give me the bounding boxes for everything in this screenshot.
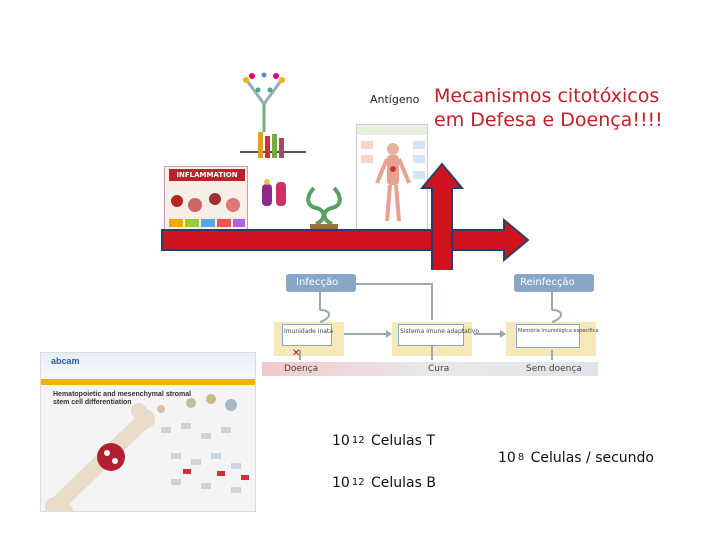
adaptive-label: Sistema imune adaptativo [400,328,480,335]
poster-title: Hematopoietic and mesenchymal stromal st… [53,391,192,406]
t-cell-exponent: 12 [351,435,365,446]
b-cell-label: Celulas B [371,475,436,491]
svg-text:✕: ✕ [292,348,300,359]
antibody-illustration [243,72,285,132]
rate-label: Celulas / secundo [530,450,654,466]
memory-label: Memória imunológica específica [518,328,599,334]
complement-illustration [306,186,342,230]
vertical-arrow [419,162,465,277]
inflammation-banner: INFLAMMATION [169,169,245,181]
no-disease-label: Sem doença [526,364,582,374]
page-title: Mecanismos citotóxicos em Defesa e Doenç… [434,85,663,131]
red-arrows [161,162,530,277]
b-cell-exponent: 12 [351,477,365,488]
rate-base: 10 [498,450,516,466]
horizontal-arrow [161,217,530,263]
cells-illustration [262,179,286,206]
stem-cell-poster: abcam Hematopoietic and mesenchymal stro… [40,352,256,512]
inflammation-image: INFLAMMATION [164,166,248,230]
cure-label: Cura [428,364,450,374]
receptor-illustration [240,132,306,158]
innate-label: Imunidade inata [284,328,333,335]
b-cell-base: 10 [332,475,350,491]
abcam-logo: abcam [51,356,80,366]
body-chart-image [356,124,428,232]
t-cell-label: Celulas T [371,433,435,449]
infection-diagram: Infecção Reinfecção Imunidade inata Sist… [262,270,599,380]
rate-exponent: 8 [517,452,525,463]
antigen-label: Antígeno [370,93,420,106]
disease-label: Doença [284,364,319,374]
reinfection-header: Reinfecção [520,277,575,288]
infection-header: Infecção [296,277,339,288]
t-cell-base: 10 [332,433,350,449]
